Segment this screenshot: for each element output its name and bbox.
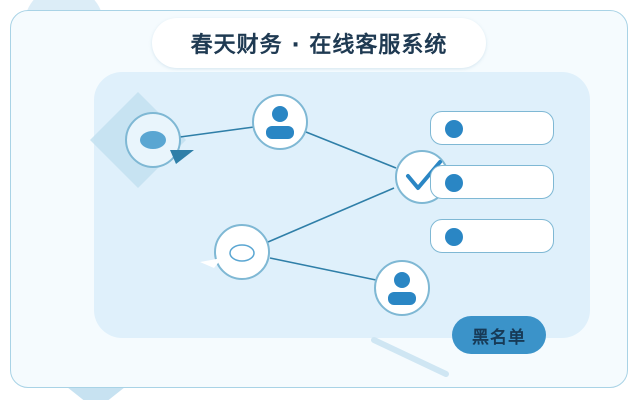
list-row-1 xyxy=(430,111,554,145)
chat-bubble-icon xyxy=(140,131,194,164)
user-node-bottom xyxy=(374,260,430,316)
bullet-dot-icon xyxy=(445,228,463,246)
page-title: 春天财务 · 在线客服系统 xyxy=(190,33,448,58)
blacklist-button-label: 黑名单 xyxy=(472,327,526,348)
speech-bubble-node xyxy=(200,224,270,280)
bg-stroke-bottom xyxy=(371,337,449,377)
connector-line xyxy=(269,257,377,281)
title-banner: 春天财务 · 在线客服系统 xyxy=(152,18,486,68)
list-row-2 xyxy=(430,165,554,199)
connection-lines xyxy=(179,126,397,281)
user-icon xyxy=(388,272,416,305)
user-node-top xyxy=(252,94,308,150)
bullet-dot-icon xyxy=(445,120,463,138)
bullet-dot-icon xyxy=(445,174,463,192)
speech-bubble-icon xyxy=(200,244,255,268)
chat-bubble-node xyxy=(125,112,194,168)
connector-line xyxy=(305,131,397,169)
list-row-3 xyxy=(430,219,554,253)
connector-line xyxy=(267,187,395,243)
connector-line xyxy=(179,126,255,138)
user-icon xyxy=(266,106,294,139)
blacklist-button[interactable]: 黑名单 xyxy=(452,316,546,354)
